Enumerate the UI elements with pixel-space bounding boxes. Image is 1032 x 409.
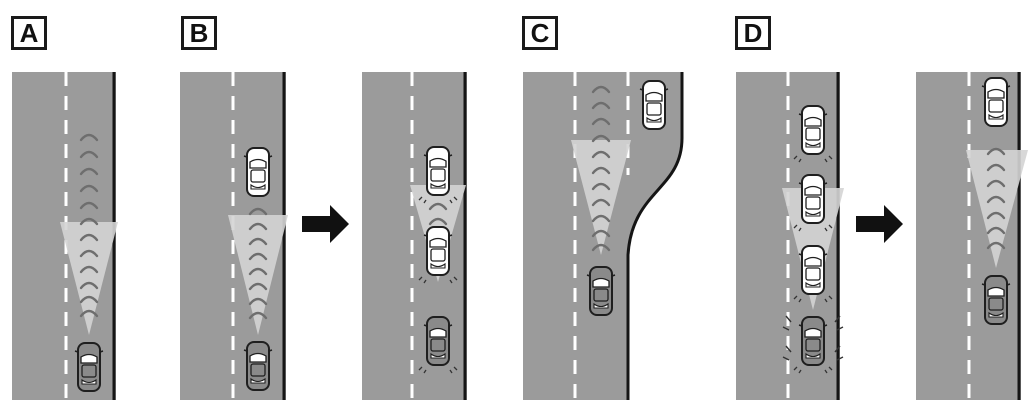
panel-d-after	[916, 72, 1028, 400]
arrow-right-icon	[856, 205, 903, 243]
panel-label-b: B	[181, 16, 217, 50]
road-edge-c	[626, 72, 684, 400]
car-icon	[981, 275, 1011, 325]
car-icon	[798, 174, 828, 224]
panel-c	[523, 72, 684, 400]
panel-d-before	[736, 72, 844, 400]
car-icon	[423, 146, 453, 196]
car-icon	[243, 147, 273, 197]
radar-cone-icon	[571, 140, 631, 255]
car-icon	[798, 316, 828, 366]
panel-b-before	[180, 72, 288, 400]
panel-label-d: D	[735, 16, 771, 50]
car-icon	[981, 77, 1011, 127]
panel-label-c: C	[522, 16, 558, 50]
radar-cone-icon	[60, 222, 118, 335]
car-icon	[798, 245, 828, 295]
car-icon	[798, 105, 828, 155]
panel-a	[12, 72, 118, 400]
car-icon	[243, 341, 273, 391]
panel-label-a: A	[11, 16, 47, 50]
car-icon	[586, 266, 616, 316]
car-icon	[74, 342, 104, 392]
radar-cone-icon	[228, 215, 288, 335]
brake-marks-d	[782, 315, 844, 361]
car-icon	[423, 226, 453, 276]
radar-cone-icon	[966, 150, 1028, 268]
panel-b-after	[362, 72, 467, 400]
car-icon	[423, 316, 453, 366]
arrow-right-icon	[302, 205, 349, 243]
car-icon	[639, 80, 669, 130]
